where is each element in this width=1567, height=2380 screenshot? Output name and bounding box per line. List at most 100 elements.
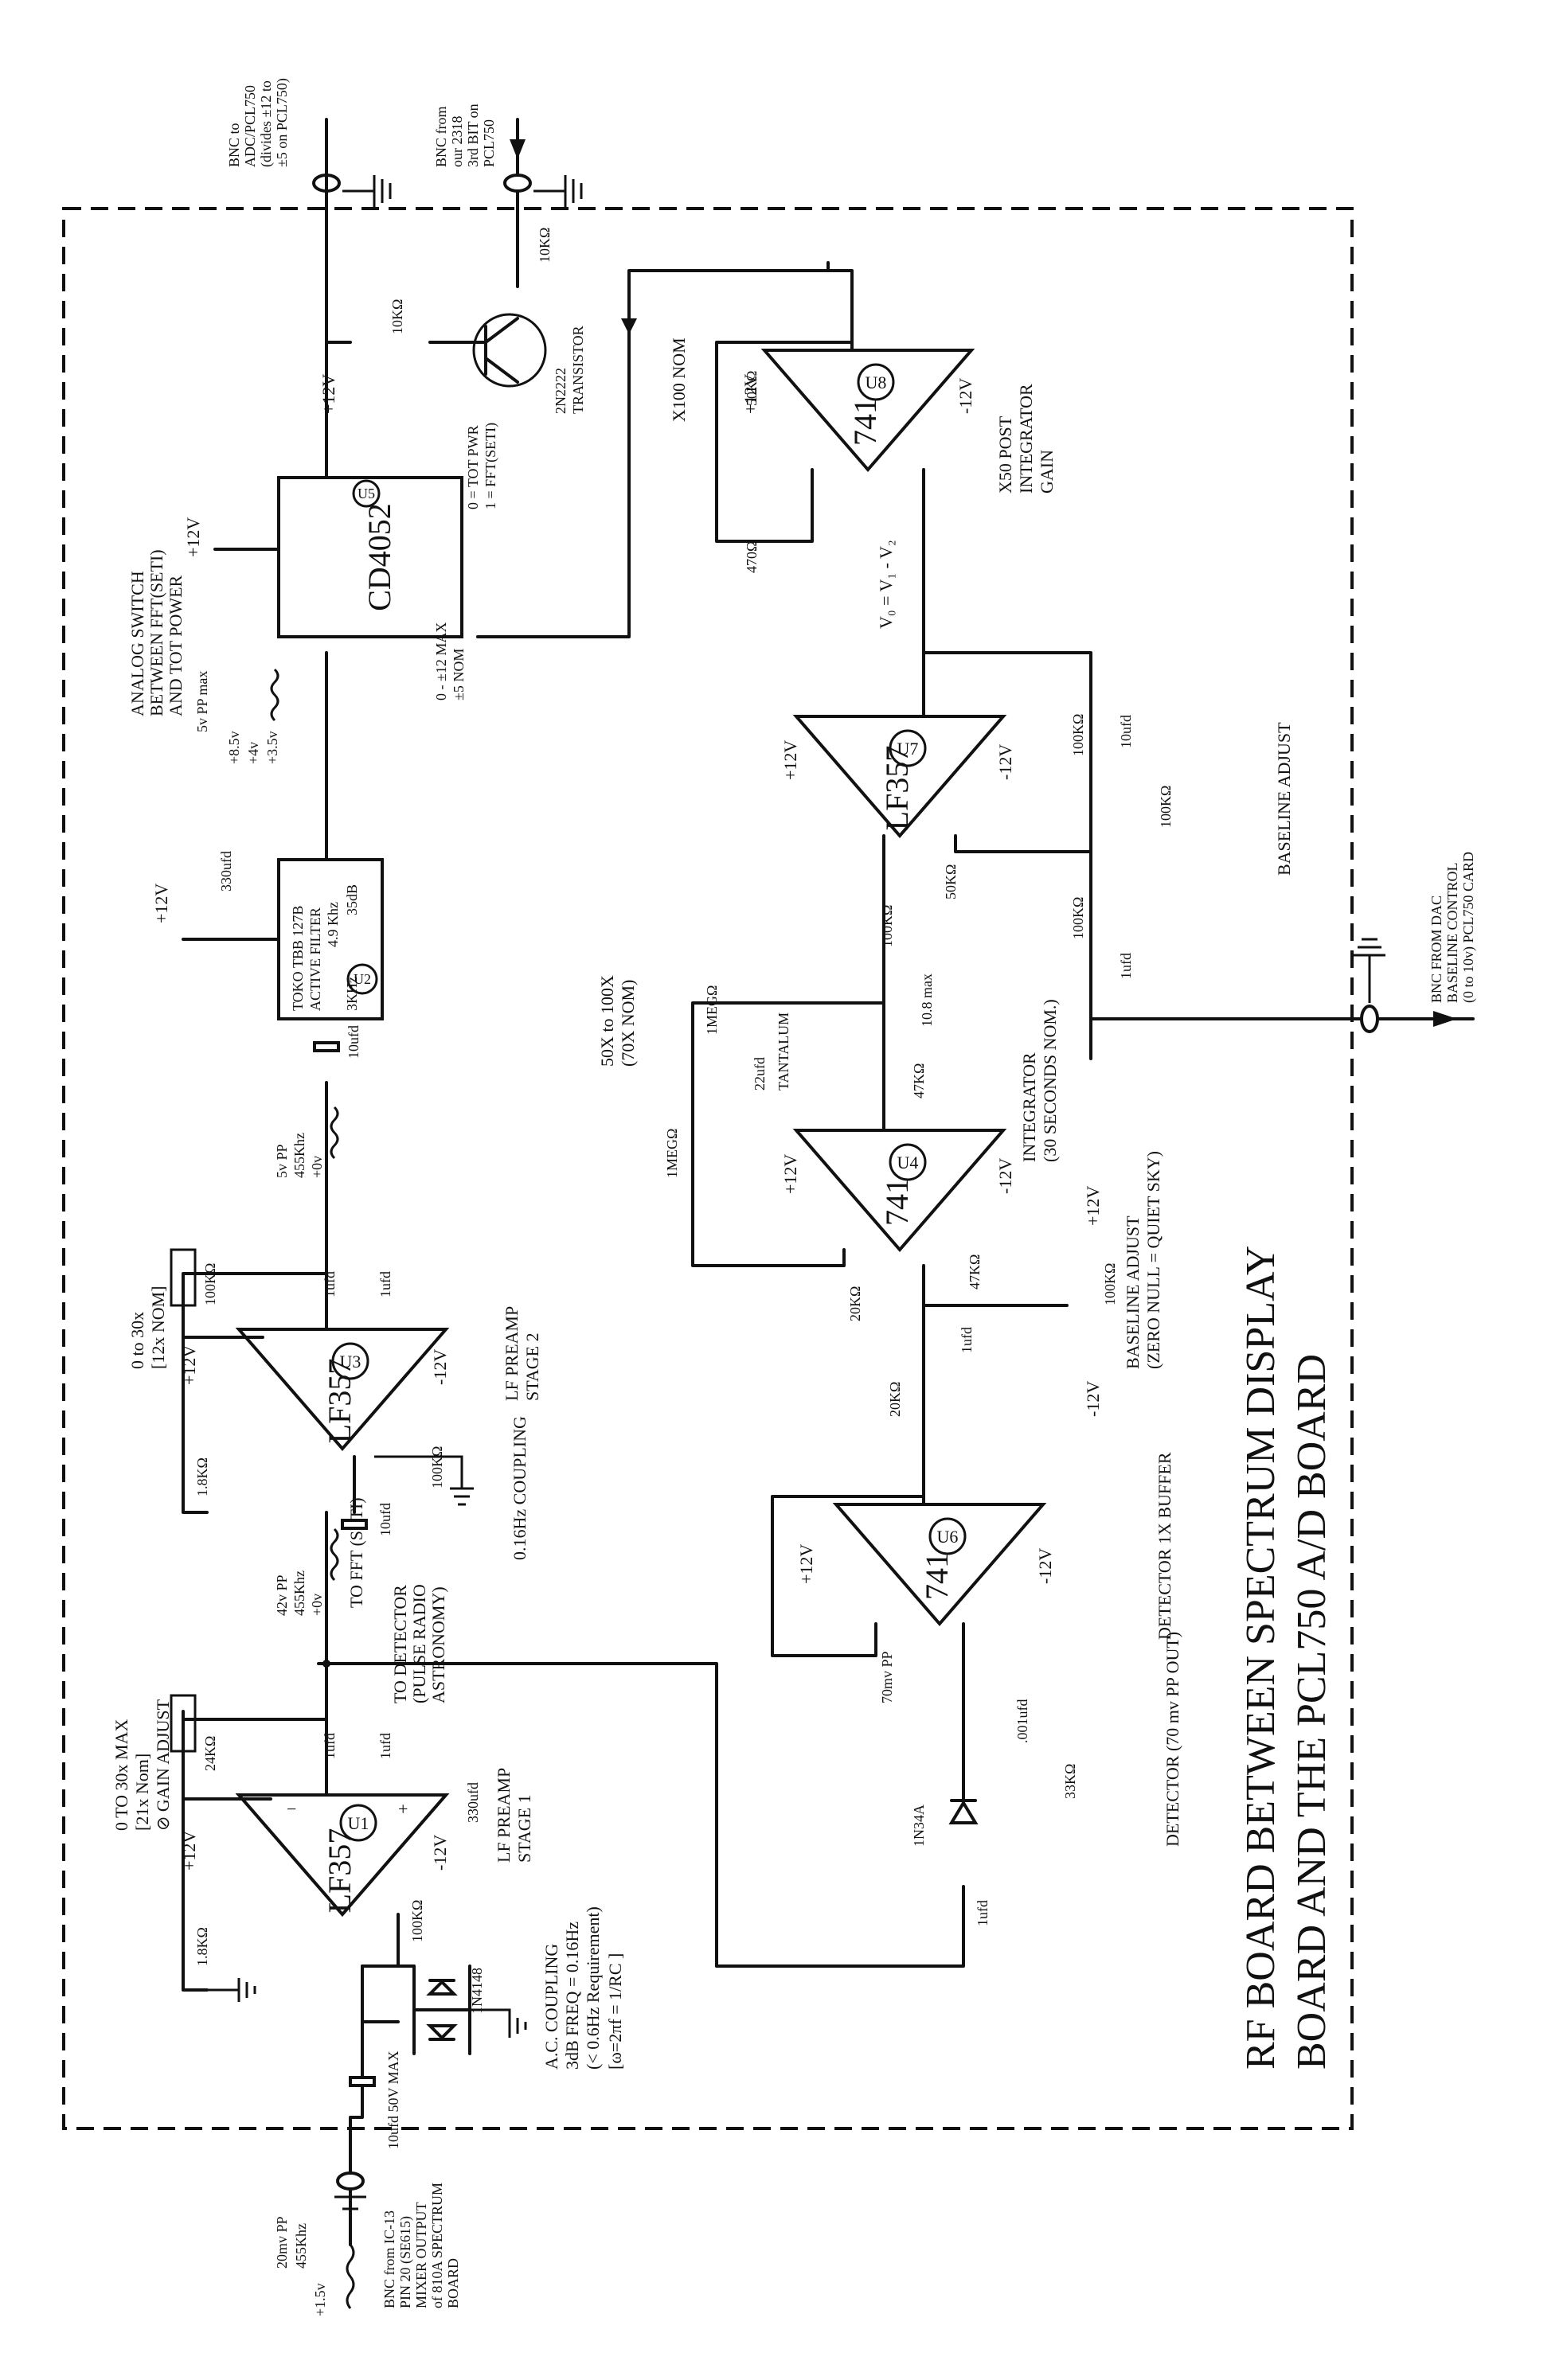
svg-text:100KΩ: 100KΩ (202, 1263, 218, 1305)
svg-text:24KΩ: 24KΩ (202, 1736, 218, 1771)
svg-text:DETECTOR (70 mv PP OUT): DETECTOR (70 mv PP OUT) (1163, 1632, 1182, 1847)
svg-text:-12V: -12V (995, 1158, 1015, 1194)
board-outline (62, 207, 1354, 2130)
svg-text:(< 0.6Hz Requirement): (< 0.6Hz Requirement) (583, 1906, 603, 2070)
label-coupling: 0.16Hz COUPLING (510, 1416, 529, 1560)
svg-text:(divides ±12 to: (divides ±12 to (258, 80, 275, 167)
svg-text:of 810A SPECTRUM: of 810A SPECTRUM (429, 2183, 445, 2308)
svg-text:1ufd: 1ufd (1118, 953, 1134, 979)
svg-text:(ZERO NULL = QUIET SKY): (ZERO NULL = QUIET SKY) (1143, 1151, 1163, 1369)
svg-text:U4: U4 (897, 1153, 919, 1172)
svg-text:(0 to 10v) PCL750 CARD: (0 to 10v) PCL750 CARD (1460, 852, 1477, 1003)
svg-text:20KΩ: 20KΩ (847, 1286, 863, 1321)
svg-text:CD4052: CD4052 (361, 503, 397, 611)
opamp-u3: U3 LF357 (235, 1328, 450, 1452)
input-capacitor: 10ufd 50V MAX (349, 2050, 401, 2149)
svg-text:+12V: +12V (741, 374, 760, 414)
svg-text:455Khz: 455Khz (291, 1133, 307, 1178)
svg-text:455Khz: 455Khz (291, 1570, 307, 1616)
svg-text:U6: U6 (937, 1527, 959, 1547)
label-post-gain: X50 POST INTEGRATOR GAIN (995, 384, 1057, 494)
svg-text:100KΩ: 100KΩ (1102, 1263, 1118, 1305)
svg-text:+12V: +12V (179, 1345, 199, 1385)
opamp-u8: U8 741 (760, 349, 975, 473)
svg-text:3rd BIT on: 3rd BIT on (465, 103, 481, 167)
svg-text:470Ω: 470Ω (744, 541, 760, 573)
svg-text:100KΩ: 100KΩ (409, 1900, 425, 1942)
svg-text:3KHz: 3KHz (344, 977, 360, 1011)
svg-text:-12V: -12V (995, 744, 1015, 780)
filter-input-cap: 10ufd (313, 1025, 361, 1059)
svg-text:741: 741 (919, 1552, 955, 1600)
svg-text:U7: U7 (897, 739, 919, 759)
svg-text:+12V: +12V (1083, 1186, 1103, 1226)
svg-text:STAGE 1: STAGE 1 (514, 1794, 534, 1863)
svg-text:1ufd: 1ufd (975, 1900, 991, 1926)
svg-text:(30 SECONDS NOM.): (30 SECONDS NOM.) (1040, 999, 1060, 1162)
svg-text:455Khz: 455Khz (293, 2223, 309, 2269)
svg-text:+4v: +4v (245, 742, 261, 764)
svg-text:+12V: +12V (183, 517, 203, 557)
svg-text:LF357: LF357 (879, 746, 915, 831)
svg-text:4.9 Khz: 4.9 Khz (325, 902, 341, 947)
svg-text:330ufd: 330ufd (218, 851, 234, 892)
opamp-u7: U7 LF357 (792, 715, 1007, 839)
svg-text:⊘ GAIN ADJUST: ⊘ GAIN ADJUST (153, 1699, 173, 1831)
title-line-1: RF BOARD BETWEEN SPECTRUM DISPLAY (1238, 1246, 1284, 2070)
u1-part: LF357 (322, 1828, 358, 1914)
svg-text:3dB FREQ = 0.16Hz: 3dB FREQ = 0.16Hz (562, 1922, 582, 2070)
label-preamp-1: LF PREAMP STAGE 1 (494, 1768, 534, 1863)
svg-text:+12V: +12V (780, 740, 800, 780)
svg-text:47KΩ: 47KΩ (911, 1063, 927, 1098)
gain-pot-u1: 24KΩ 0 TO 30x MAX [21x Nom] ⊘ GAIN ADJUS… (111, 1694, 218, 1831)
svg-text:0 to 30x: 0 to 30x (127, 1312, 147, 1369)
bnc-adc: BNC to ADC/PCL750 (divides ±12 to ±5 on … (226, 78, 341, 193)
svg-text:+12V: +12V (151, 884, 171, 923)
svg-text:TANTALUM: TANTALUM (776, 1012, 791, 1091)
svg-text:1.8KΩ: 1.8KΩ (194, 1457, 210, 1496)
svg-text:BNC from IC-13: BNC from IC-13 (381, 2210, 397, 2308)
svg-text:33KΩ: 33KΩ (1062, 1764, 1078, 1799)
svg-text:1 = FFT(SETI): 1 = FFT(SETI) (483, 423, 499, 509)
svg-text:GAIN: GAIN (1037, 450, 1057, 494)
svg-text:20KΩ: 20KΩ (887, 1382, 903, 1417)
svg-text:STAGE 2: STAGE 2 (522, 1332, 542, 1401)
svg-text:ASTRONOMY): ASTRONOMY) (428, 1586, 448, 1703)
label-preamp-2: LF PREAMP STAGE 2 (502, 1306, 542, 1401)
label-buffer: DETECTOR 1X BUFFER (1155, 1452, 1174, 1640)
svg-text:100KΩ: 100KΩ (1070, 714, 1086, 756)
svg-text:ADC/PCL750: ADC/PCL750 (242, 85, 258, 167)
svg-text:741: 741 (879, 1178, 915, 1226)
detector-diode: 1N34A 1ufd (911, 1799, 991, 1926)
svg-text:BASELINE CONTROL: BASELINE CONTROL (1444, 863, 1460, 1004)
svg-text:BETWEEN FFT(SETI): BETWEEN FFT(SETI) (147, 549, 166, 716)
svg-text:0 - ±12 MAX: 0 - ±12 MAX (433, 622, 449, 700)
svg-text:1ufd: 1ufd (377, 1271, 393, 1297)
svg-text:1ufd: 1ufd (959, 1327, 975, 1353)
svg-text:U5: U5 (358, 486, 375, 501)
bnc-bit: BNC from our 2318 3rd BIT on PCL750 (433, 103, 532, 193)
label-baseline-2: BASELINE ADJUST (1274, 722, 1294, 876)
svg-text:-12V: -12V (955, 378, 975, 414)
svg-text:0 TO 30x MAX: 0 TO 30x MAX (111, 1719, 131, 1831)
svg-text:V₀ = V₁ - V₂: V₀ = V₁ - V₂ (876, 540, 896, 629)
label-detector: DETECTOR (70 mv PP OUT) (1163, 1632, 1182, 1847)
svg-text:our 2318: our 2318 (449, 116, 465, 168)
svg-text:10ufd 50V MAX: 10ufd 50V MAX (385, 2050, 401, 2149)
svg-text:TOKO TBB 127B: TOKO TBB 127B (290, 906, 306, 1011)
svg-text:BNC to: BNC to (226, 123, 242, 167)
svg-text:BNC FROM DAC: BNC FROM DAC (1428, 895, 1444, 1003)
svg-text:(PULSE RADIO: (PULSE RADIO (409, 1584, 429, 1703)
title-line-2: BOARD AND THE PCL750 A/D BOARD (1289, 1354, 1334, 2070)
svg-text:LF PREAMP: LF PREAMP (502, 1306, 522, 1401)
svg-text:TRANSISTOR: TRANSISTOR (570, 326, 586, 414)
svg-text:741: 741 (847, 398, 883, 446)
svg-text:100KΩ: 100KΩ (1070, 897, 1086, 939)
svg-text:1.8KΩ: 1.8KΩ (194, 1927, 210, 1966)
svg-text:5v PP: 5v PP (274, 1144, 290, 1178)
svg-text:+: + (398, 1799, 408, 1819)
svg-text:+0v: +0v (309, 1156, 325, 1178)
svg-text:47KΩ: 47KΩ (967, 1254, 983, 1289)
